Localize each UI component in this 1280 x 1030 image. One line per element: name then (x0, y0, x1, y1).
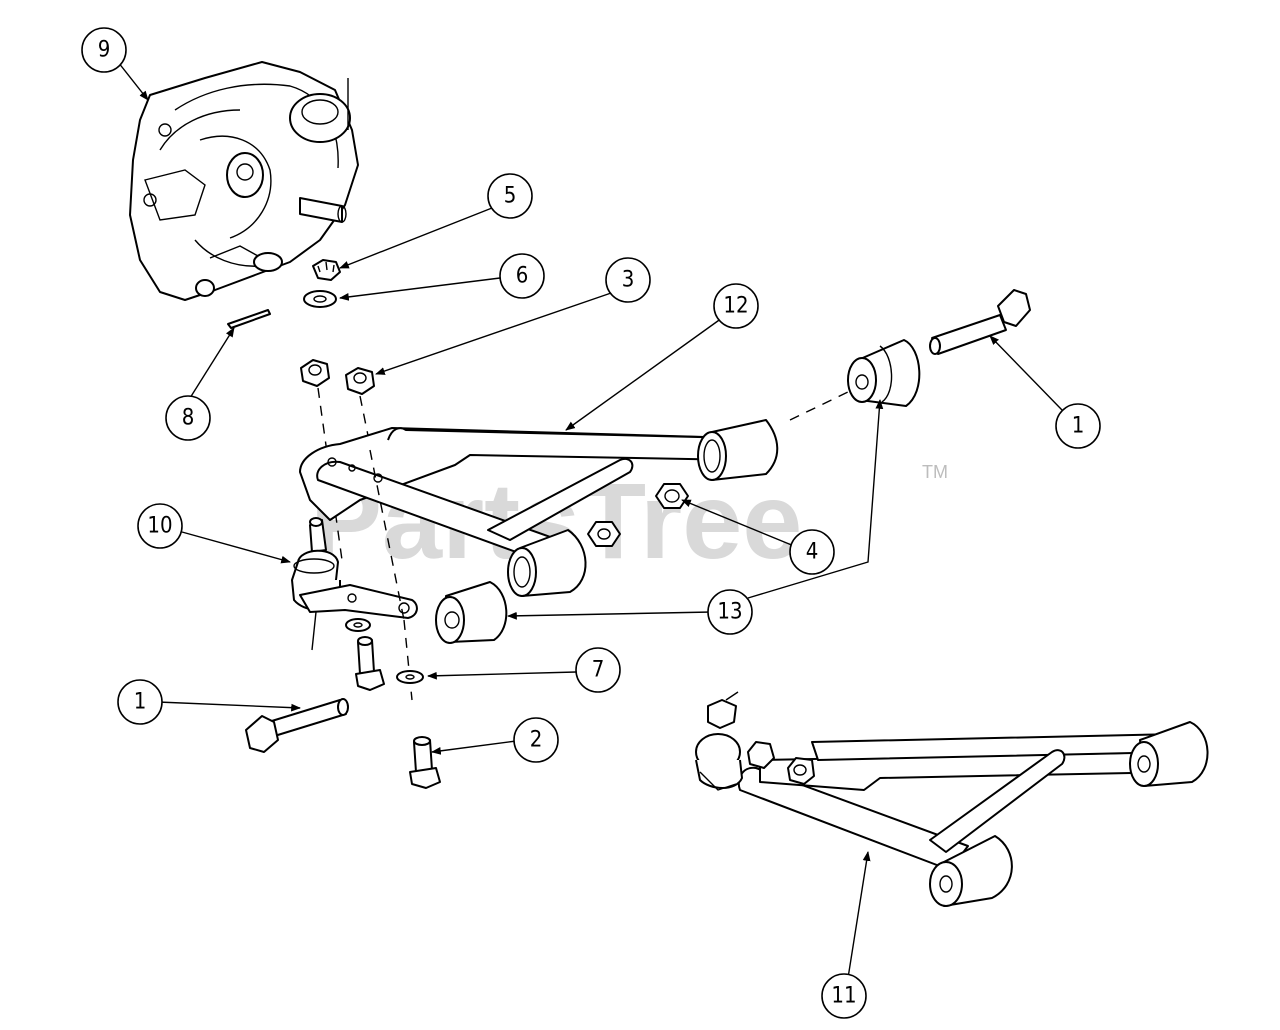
callout-label-2: 2 (530, 728, 543, 753)
callout-label-11: 11 (831, 984, 856, 1009)
upper-a-arm (299, 427, 743, 569)
callout-1-lower: 1 (117, 679, 163, 725)
bolt-1-upper (929, 289, 1031, 355)
watermark-tm: TM (922, 462, 948, 482)
bolt-2 (409, 736, 441, 789)
callout-label-9: 9 (98, 38, 111, 63)
bushing-13-upper (847, 339, 921, 407)
callout-2: 2 (513, 717, 559, 763)
castle-nut (312, 259, 341, 281)
callout-4: 4 (789, 529, 835, 575)
spindle-assembly (129, 61, 359, 301)
callout-label-6: 6 (516, 264, 529, 289)
callout-3: 3 (605, 257, 651, 303)
callout-label-1-lower: 1 (134, 690, 147, 715)
callout-12: 12 (713, 283, 759, 329)
washer-7 (396, 670, 424, 684)
cotter-pin (227, 309, 271, 329)
callout-label-4: 4 (806, 540, 819, 565)
callout-6: 6 (499, 253, 545, 299)
callout-label-7: 7 (592, 658, 605, 683)
callout-5: 5 (487, 173, 533, 219)
callout-label-1-upper: 1 (1072, 414, 1085, 439)
bushing-13-lower (435, 581, 508, 644)
arm-bushing-sleeve-upper (697, 419, 779, 481)
ball-joint (291, 517, 418, 651)
callout-13: 13 (707, 589, 753, 635)
callout-label-12: 12 (723, 294, 748, 319)
lock-nut-small (587, 521, 621, 547)
short-bolt (355, 636, 385, 691)
callout-label-13: 13 (717, 600, 742, 625)
callout-9: 9 (81, 27, 127, 73)
leader-lines (117, 61, 1063, 979)
callout-label-8: 8 (182, 406, 195, 431)
callout-8: 8 (165, 395, 211, 441)
callout-10: 10 (137, 503, 183, 549)
arm-bushing-sleeve-lower (507, 529, 587, 597)
bolt-1-lower (245, 698, 349, 753)
washer-7-upper (345, 618, 371, 632)
lock-nut-left (300, 359, 330, 387)
callout-1-upper: 1 (1055, 403, 1101, 449)
lower-a-arm (695, 691, 1209, 907)
callout-label-10: 10 (147, 514, 172, 539)
callout-7: 7 (575, 647, 621, 693)
callout-label-3: 3 (622, 268, 635, 293)
callout-11: 11 (821, 973, 867, 1019)
lock-nut-4 (655, 483, 689, 509)
callout-label-5: 5 (504, 184, 517, 209)
lock-nut-3 (345, 367, 375, 395)
washer-6 (303, 290, 337, 308)
